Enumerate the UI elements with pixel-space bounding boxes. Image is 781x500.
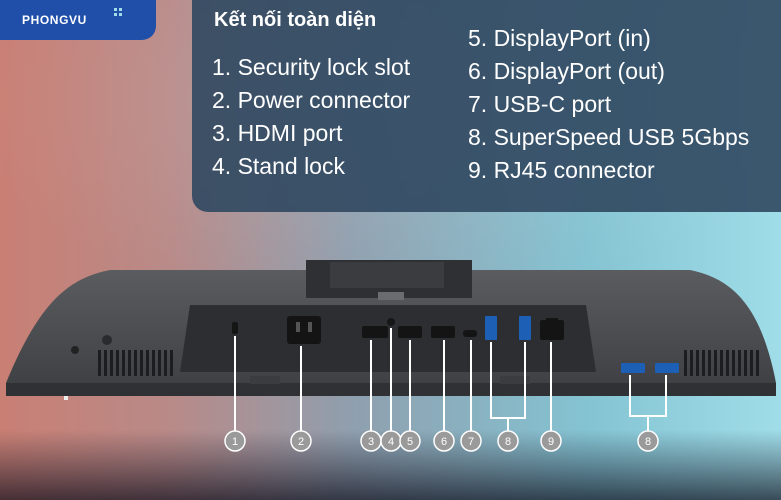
brand-logo: PHONGVU xyxy=(0,0,156,40)
callout-number: 2 xyxy=(298,436,304,448)
port-item: 5. DisplayPort (in) xyxy=(468,25,651,51)
power-pin xyxy=(296,322,300,332)
rubber-foot xyxy=(250,376,280,384)
port-item: 4. Stand lock xyxy=(212,153,345,179)
rubber-foot xyxy=(500,376,530,384)
port-item: 3. HDMI port xyxy=(212,120,343,146)
callout-number: 6 xyxy=(441,436,447,448)
rj45-connector xyxy=(540,320,564,340)
control-button xyxy=(71,346,79,354)
power-connector xyxy=(287,316,321,344)
stand-lock xyxy=(387,318,395,326)
callout-2: 2 xyxy=(290,430,312,452)
port-item: 1. Security lock slot xyxy=(212,54,411,80)
stand-mount-inner xyxy=(330,262,444,288)
port-item: 2. Power connector xyxy=(212,87,411,113)
callout-number: 1 xyxy=(232,436,238,448)
callout-8-side: 8 xyxy=(637,430,659,452)
port-item: 8. SuperSpeed USB 5Gbps xyxy=(468,124,750,150)
callout-number: 7 xyxy=(468,436,474,448)
stand-latch xyxy=(378,292,404,300)
power-pin xyxy=(308,322,312,332)
rj45-clip xyxy=(546,318,558,322)
right-vents xyxy=(684,350,759,376)
callouts: 1 2 3 4 5 6 7 8 xyxy=(224,430,659,452)
callout-number: 5 xyxy=(407,436,413,448)
callout-6: 6 xyxy=(433,430,455,452)
usb-a-port xyxy=(485,316,497,340)
ports-list-right: 5. DisplayPort (in) 6. DisplayPort (out)… xyxy=(468,22,749,187)
port-item: 6. DisplayPort (out) xyxy=(468,58,665,84)
connectivity-panel: Kết nối toàn diện 1. Security lock slot … xyxy=(192,0,781,212)
port-item: 9. RJ45 connector xyxy=(468,157,655,183)
status-led xyxy=(64,396,68,400)
usb-a-port-side xyxy=(655,363,679,373)
security-lock-slot xyxy=(232,322,238,334)
left-vents xyxy=(98,350,173,376)
leader-lines xyxy=(234,328,667,432)
callout-5: 5 xyxy=(399,430,421,452)
callout-number: 9 xyxy=(548,436,554,448)
callout-9: 9 xyxy=(540,430,562,452)
control-button xyxy=(102,335,112,345)
brand-logo-text: PHONGVU xyxy=(22,13,87,27)
usb-a-port xyxy=(519,316,531,340)
hdmi-port xyxy=(362,326,388,338)
callout-1: 1 xyxy=(224,430,246,452)
callout-number: 3 xyxy=(368,436,374,448)
ports-list-left: 1. Security lock slot 2. Power connector… xyxy=(212,51,410,183)
usb-c-port xyxy=(463,330,477,337)
callout-3: 3 xyxy=(360,430,382,452)
port-item: 7. USB-C port xyxy=(468,91,612,117)
brand-dots-icon xyxy=(114,8,123,17)
usb-a-port-side xyxy=(621,363,645,373)
callout-number: 8 xyxy=(505,436,511,448)
port-recess xyxy=(180,305,596,372)
callout-8: 8 xyxy=(497,430,519,452)
callout-number: 8 xyxy=(645,436,651,448)
displayport-in xyxy=(398,326,422,338)
displayport-out xyxy=(431,326,455,338)
callout-4: 4 xyxy=(380,430,402,452)
callout-7: 7 xyxy=(460,430,482,452)
panel-title: Kết nối toàn diện xyxy=(214,9,377,31)
callout-number: 4 xyxy=(388,436,394,448)
